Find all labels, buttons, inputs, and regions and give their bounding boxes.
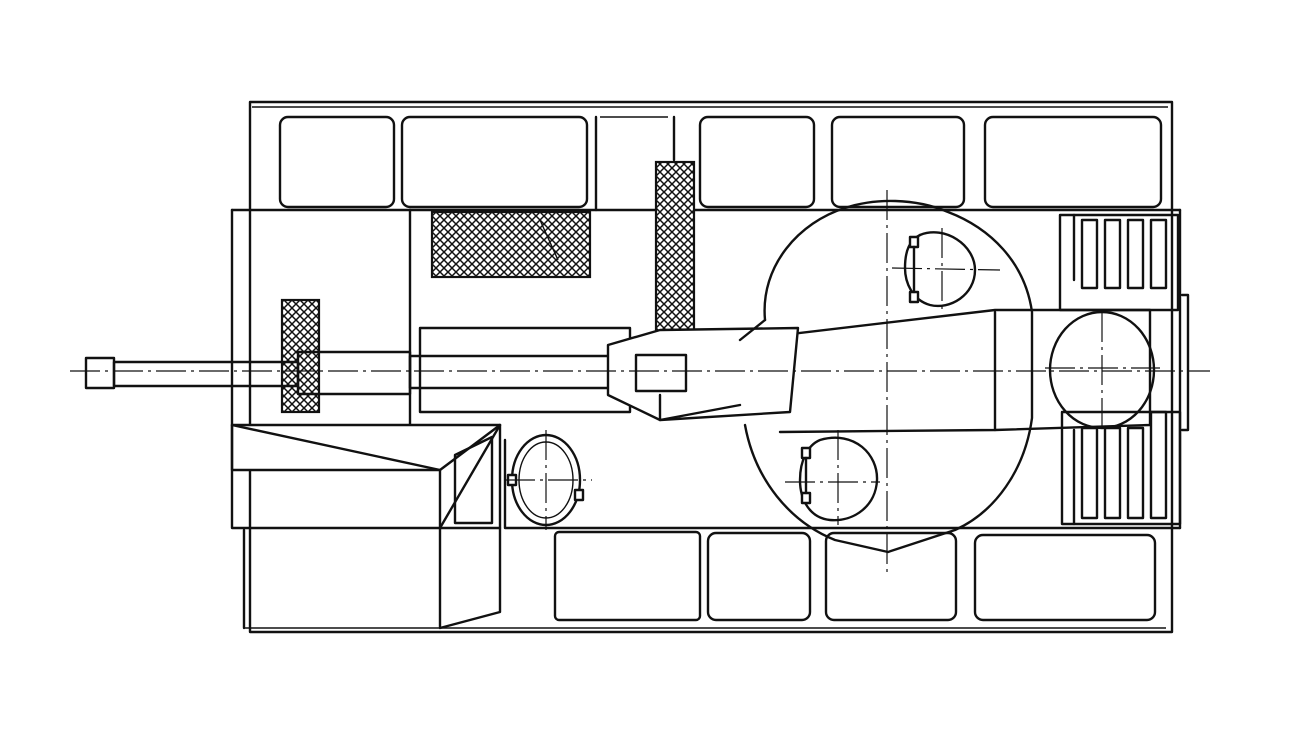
bottom-fender-boxes [553,530,1157,622]
crosshatch-pattern-front [280,298,321,414]
top-fender-boxes [278,115,1163,212]
main-gun [84,318,800,422]
hatches [506,231,1156,527]
hatch-handle-icon [908,235,920,249]
hull-outline [242,100,1174,634]
driver-compartment [230,423,502,630]
engine-grilles [1058,213,1190,526]
centre-lines [70,190,1210,575]
